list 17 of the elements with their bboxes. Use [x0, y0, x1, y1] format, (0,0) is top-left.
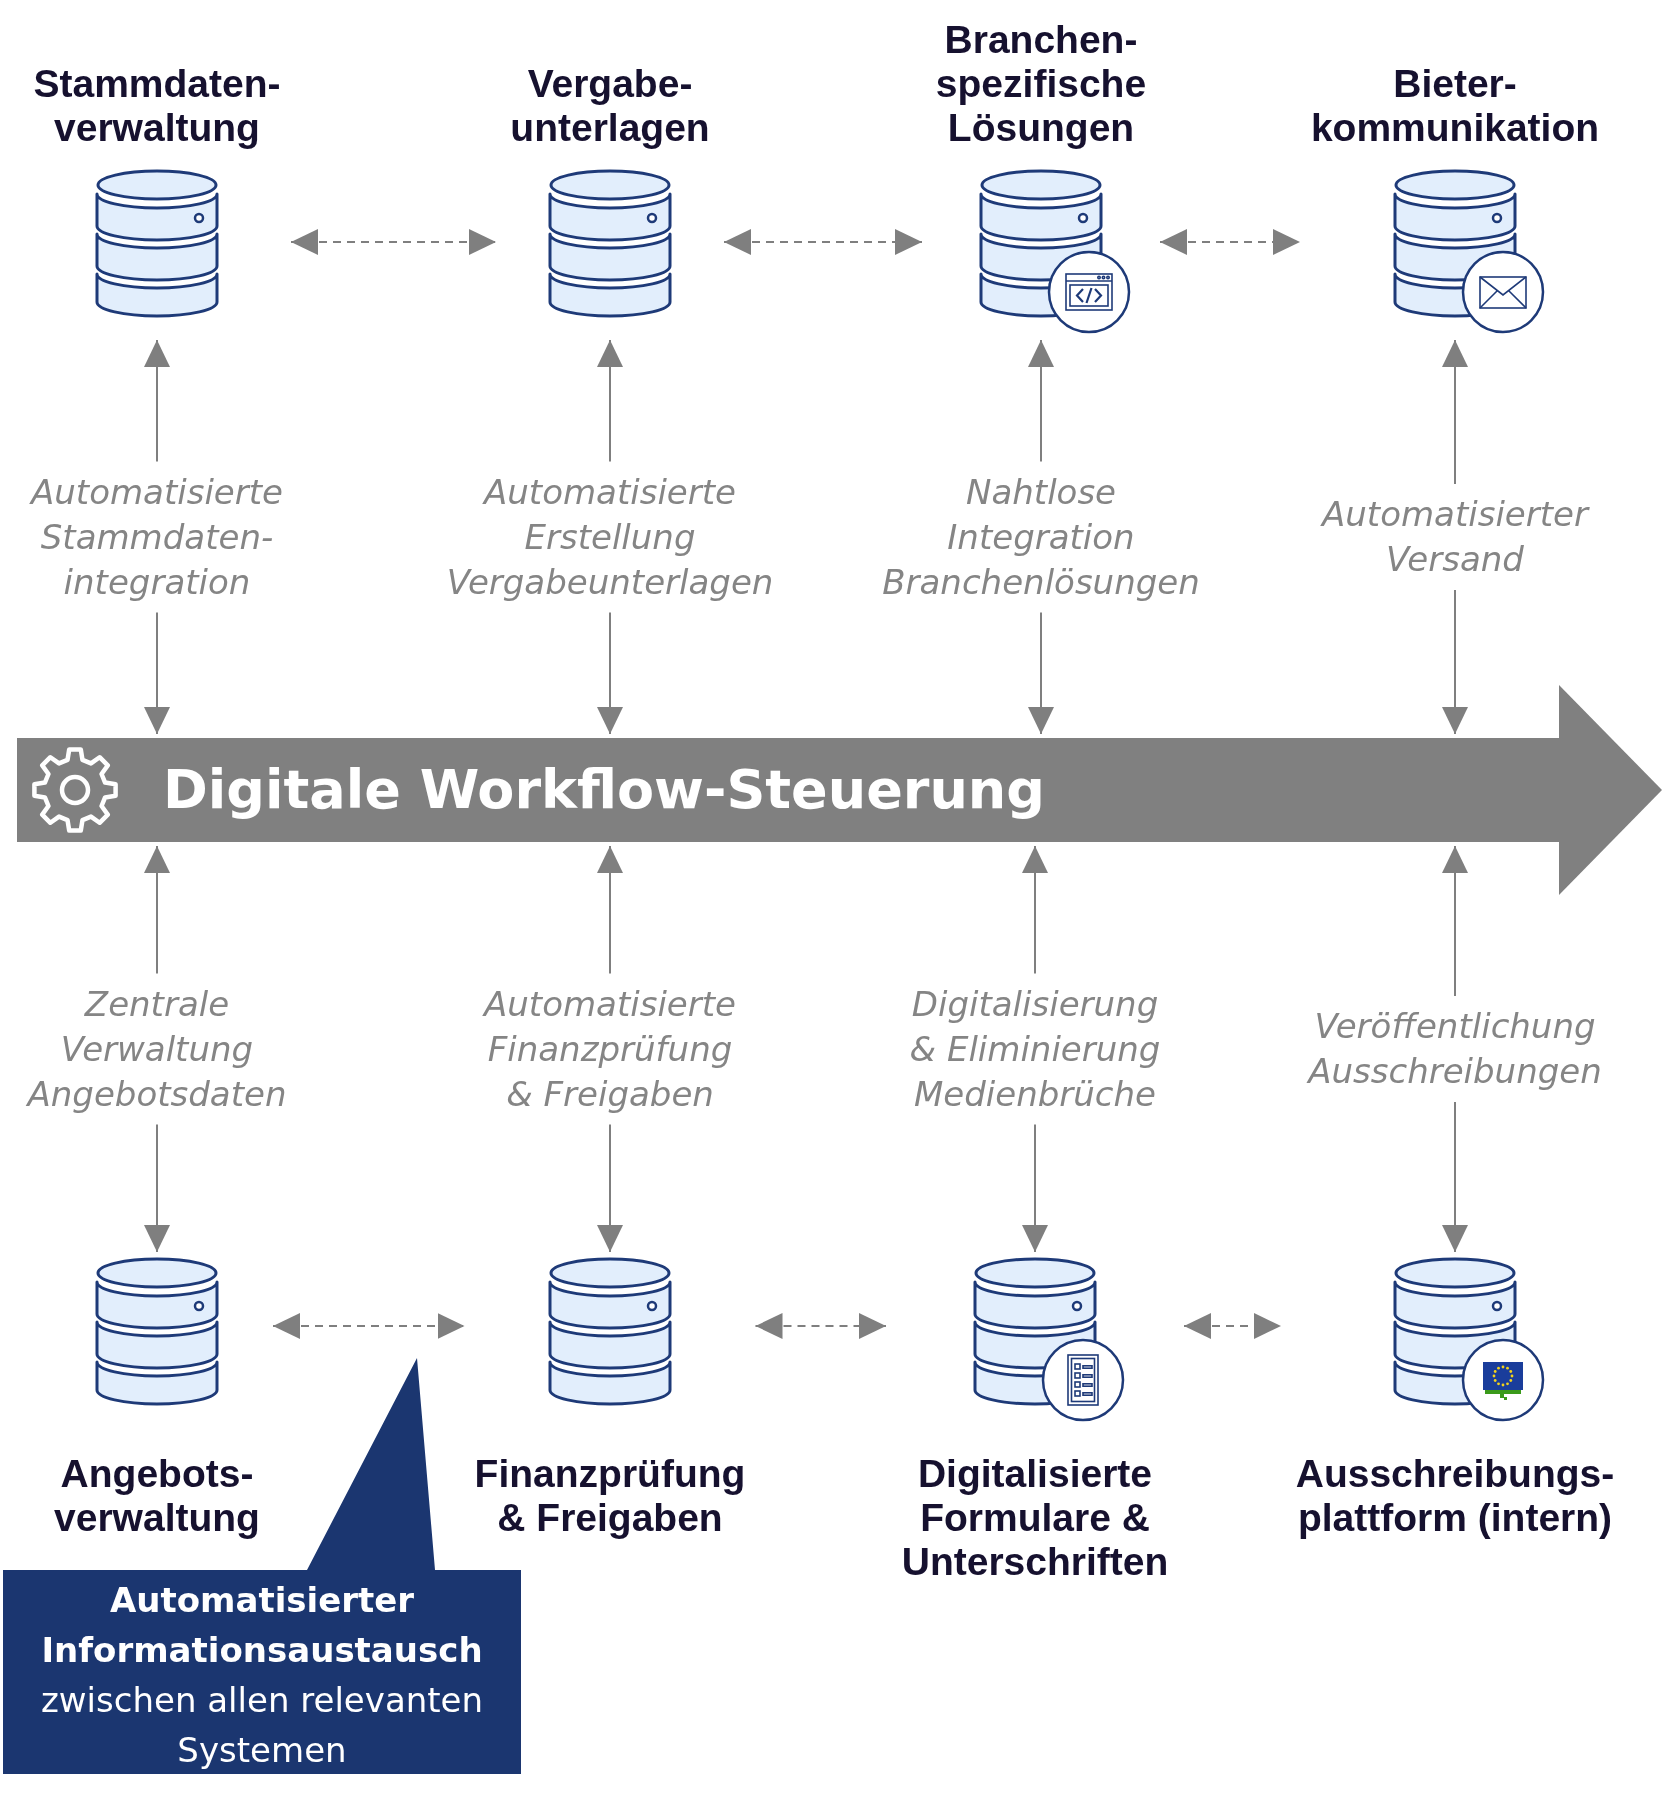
dashed-double-arrow — [290, 229, 497, 255]
node-title: Branchen- spezifische Lösungen — [934, 18, 1148, 150]
callout-text: zwischen allen relevanten Systemen — [39, 1679, 485, 1772]
node-title: Bieter- kommunikation — [1309, 62, 1601, 150]
node-title: Finanzprüfung & Freigaben — [473, 1452, 747, 1540]
banner-title: Digitale Workflow-Steuerung — [163, 758, 1045, 822]
node-title: Digitalisierte Formulare & Unterschriften — [900, 1452, 1170, 1584]
dashed-double-arrow — [1183, 1313, 1282, 1339]
dashed-double-arrow — [1159, 229, 1301, 255]
dashed-double-arrow — [272, 1313, 466, 1339]
node-title: Angebots- verwaltung — [53, 1452, 261, 1540]
edge-label: Automatisierter Versand — [1318, 484, 1592, 590]
node-title: Vergabe- unterlagen — [509, 62, 711, 150]
node-title: Stammdaten- verwaltung — [32, 62, 282, 150]
node-title: Ausschreibungs- plattform (intern) — [1294, 1452, 1616, 1540]
dashed-double-arrow — [754, 1313, 887, 1339]
dashed-double-arrow — [723, 229, 923, 255]
